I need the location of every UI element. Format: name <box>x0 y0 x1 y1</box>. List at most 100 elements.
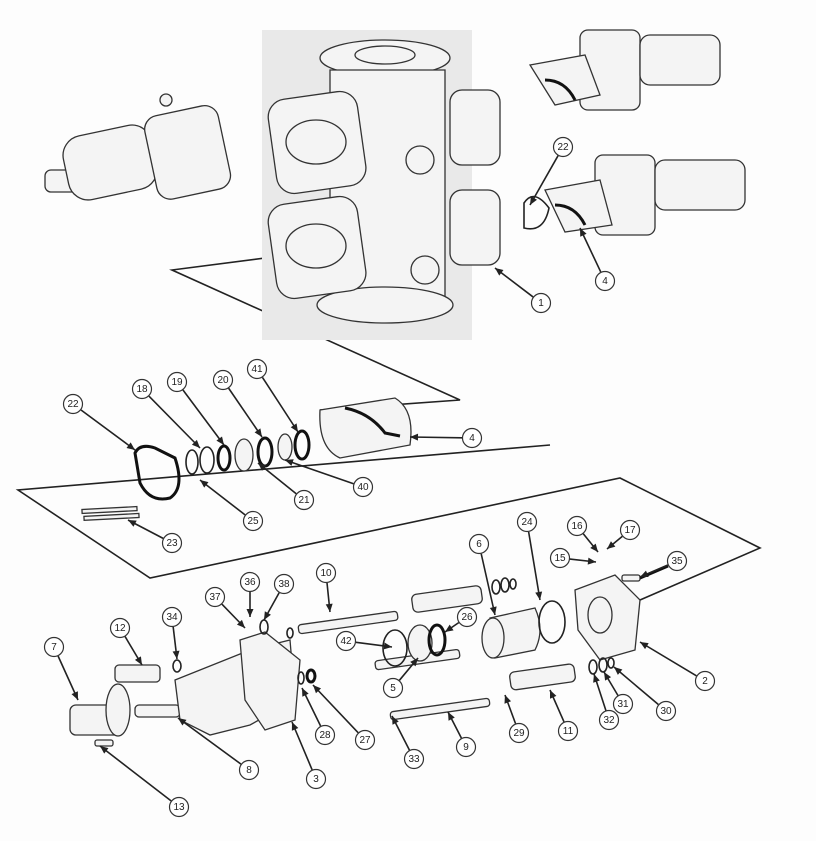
arrowhead-icon <box>172 650 180 659</box>
callout-number: 34 <box>166 612 178 623</box>
callout-circle <box>619 519 641 541</box>
callout-number: 20 <box>217 375 229 386</box>
gasket-22-top <box>523 195 550 230</box>
arrowhead-icon <box>448 712 455 721</box>
callout-11: 11 <box>549 689 579 742</box>
arrowhead-icon <box>607 541 616 549</box>
callout-number: 30 <box>660 706 672 717</box>
callout-circle <box>530 292 552 314</box>
leader-arrow <box>579 227 602 273</box>
pump-subassembly <box>69 564 669 747</box>
leader-arrow <box>227 387 263 438</box>
leader-arrow <box>480 553 496 616</box>
callout-10: 10 <box>315 562 337 613</box>
callout-circle <box>468 533 490 555</box>
arrowhead-icon <box>128 520 137 527</box>
callout-26: 26 <box>444 606 478 633</box>
callout-37: 37 <box>204 586 246 629</box>
callout-number: 22 <box>67 399 79 410</box>
arrowhead-icon <box>410 658 418 667</box>
callout-number: 5 <box>390 683 396 694</box>
callout-number: 8 <box>246 765 252 776</box>
callout-number: 16 <box>571 521 583 532</box>
arrowhead-icon <box>550 690 557 699</box>
callout-number: 41 <box>251 364 263 375</box>
callout-22: 22 <box>529 136 574 206</box>
callout-number: 36 <box>244 577 256 588</box>
callout-circle <box>131 378 153 400</box>
arrowhead-icon <box>178 718 187 726</box>
arrowhead-icon <box>604 672 612 681</box>
callout-number: 3 <box>313 774 319 785</box>
arrowhead-icon <box>614 667 623 675</box>
callout-38: 38 <box>263 573 295 621</box>
callout-number: 4 <box>602 276 608 287</box>
arrowhead-icon <box>264 611 271 620</box>
arrowhead-icon <box>587 557 596 565</box>
callout-31: 31 <box>603 671 634 715</box>
leader-arrow <box>148 395 201 449</box>
callout-3: 3 <box>291 721 327 790</box>
callout-12: 12 <box>109 617 143 666</box>
callout-8: 8 <box>177 717 260 781</box>
arrowhead-icon <box>258 463 267 471</box>
callout-circle <box>352 476 374 498</box>
callout-35: 35 <box>639 550 688 578</box>
leader-arrow <box>639 641 697 677</box>
callout-number: 10 <box>320 568 332 579</box>
callout-circle <box>461 427 483 449</box>
callout-number: 38 <box>278 579 290 590</box>
callout-19: 19 <box>166 371 225 446</box>
callout-circle <box>594 270 616 292</box>
callout-circle <box>335 630 357 652</box>
arrowhead-icon <box>126 442 135 450</box>
leader-arrow <box>291 721 313 771</box>
callout-20: 20 <box>212 369 263 438</box>
callout-circle <box>455 736 477 758</box>
leader-arrow <box>99 745 172 802</box>
callout-23: 23 <box>127 519 183 554</box>
arrowhead-icon <box>100 746 109 754</box>
callout-5: 5 <box>382 657 419 699</box>
callout-number: 12 <box>114 623 126 634</box>
callout-number: 32 <box>603 715 615 726</box>
callout-circle <box>293 489 315 511</box>
assembled-pumps-right <box>523 29 746 236</box>
callout-32: 32 <box>593 673 620 731</box>
callout-number: 13 <box>173 802 185 813</box>
callout-circle <box>516 511 538 533</box>
callout-circle <box>557 720 579 742</box>
callout-circle <box>694 670 716 692</box>
arrowhead-icon <box>445 624 454 632</box>
callout-circle <box>655 700 677 722</box>
callout-number: 21 <box>298 495 310 506</box>
callout-1: 1 <box>494 267 552 314</box>
arrowhead-icon <box>302 688 309 697</box>
leader-arrow <box>261 376 299 433</box>
arrowhead-icon <box>640 642 649 650</box>
callout-number: 42 <box>340 636 352 647</box>
arrowhead-icon <box>535 591 543 600</box>
callout-25: 25 <box>199 479 264 532</box>
arrowhead-icon <box>291 722 299 731</box>
callout-number: 2 <box>702 676 708 687</box>
leader-arrow <box>312 684 359 734</box>
callout-circle <box>204 586 226 608</box>
callout-circle <box>166 371 188 393</box>
arrowhead-icon <box>216 436 224 445</box>
callout-number: 31 <box>617 699 629 710</box>
callout-4: 4 <box>579 227 616 292</box>
callout-circle <box>382 677 404 699</box>
callout-41: 41 <box>246 358 299 433</box>
callout-number: 40 <box>357 482 369 493</box>
callout-number: 18 <box>136 384 148 395</box>
arrowhead-icon <box>71 691 78 700</box>
arrowhead-icon <box>580 228 587 237</box>
leader-arrow <box>182 389 225 446</box>
callout-circle <box>168 796 190 818</box>
callout-number: 4 <box>469 433 475 444</box>
callout-number: 33 <box>408 754 420 765</box>
callout-number: 37 <box>209 592 221 603</box>
leader-arrow <box>57 655 79 701</box>
